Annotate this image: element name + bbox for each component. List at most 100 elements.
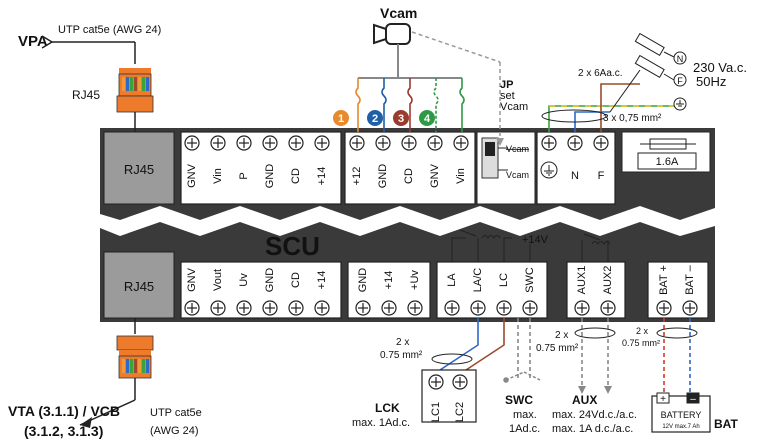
terminal-label: GND xyxy=(357,268,369,293)
rj45-plug-top xyxy=(116,67,154,113)
terminal-label: +14 xyxy=(316,271,328,290)
rj45-block-bottom: RJ45 xyxy=(103,251,175,319)
terminal-screw xyxy=(236,135,252,151)
terminal-label: P xyxy=(238,172,250,179)
vcam-label: Vcam xyxy=(380,5,417,21)
earth-icon xyxy=(540,161,558,179)
swc-desc-1: max. xyxy=(513,409,537,421)
aux-cable-1: 2 x xyxy=(555,330,568,341)
terminal-screw xyxy=(444,300,460,316)
battery-minus: – xyxy=(690,394,696,405)
terminal-label: GND xyxy=(264,268,276,293)
jumper-pos-upper: Vcam xyxy=(506,144,529,154)
terminal-screw xyxy=(452,374,468,390)
vpa-label: VPA xyxy=(18,33,48,50)
terminal-screw xyxy=(262,135,278,151)
terminal-label: LC2 xyxy=(454,402,466,422)
terminal-screw xyxy=(355,300,371,316)
mains-fuse-n: N xyxy=(634,32,687,65)
lck-block: LC1 LC2 xyxy=(421,369,477,423)
terminal-screw xyxy=(184,300,200,316)
jumper-pos-lower: Vcam xyxy=(506,170,529,180)
utp-top-label: UTP cat5e (AWG 24) xyxy=(58,24,161,36)
terminal-screw xyxy=(401,135,417,151)
terminal-label: LC1 xyxy=(430,402,442,422)
terminal-label: GNV xyxy=(186,267,198,292)
lck-desc: max. 1Ad.c. xyxy=(352,417,410,429)
battery-wiring xyxy=(663,318,691,398)
jp-vcam: Vcam xyxy=(500,101,528,113)
wire-marker-2: 2 xyxy=(372,113,378,125)
wire-markers: 1 2 3 4 xyxy=(333,110,435,126)
aux-wiring xyxy=(581,318,609,388)
rj45-block-bottom-label: RJ45 xyxy=(124,279,154,294)
rj45-block-top: RJ45 xyxy=(103,131,175,205)
bat-title: BAT xyxy=(714,417,738,431)
swc-switch-icon xyxy=(503,371,541,383)
fuse-out-cable: 2 x 6Aa.c. xyxy=(578,68,622,79)
terminal-screw xyxy=(210,300,226,316)
vta-label-2: (3.1.2, 3.1.3) xyxy=(24,423,103,439)
terminal-label: Vin xyxy=(455,168,467,184)
terminal-label: +Uv xyxy=(409,270,421,290)
terminal-screw xyxy=(600,300,616,316)
mains-cable: 3 x 0,75 mm² xyxy=(603,113,662,124)
aux-desc-1: max. 24Vd.c./a.c. xyxy=(552,409,637,421)
mains-earth-icon xyxy=(673,97,687,111)
mains-fuse-f: F xyxy=(634,54,687,87)
camera-icon xyxy=(373,23,411,45)
terminal-screw xyxy=(236,300,252,316)
mains-frequency: 50Hz xyxy=(696,74,726,89)
terminal-screw xyxy=(407,300,423,316)
terminal-label: +12 xyxy=(351,167,363,186)
terminal-screw xyxy=(262,300,278,316)
rj45-left-label: RJ45 xyxy=(72,88,100,102)
wire-marker-3: 3 xyxy=(398,113,404,125)
bat-cable-2: 0.75 mm² xyxy=(622,338,660,348)
terminal-screw xyxy=(656,300,672,316)
battery-spec: 12V max.7 Ah xyxy=(662,424,699,430)
terminal-label: GND xyxy=(377,164,389,189)
bat-cable-1: 2 x xyxy=(636,326,649,336)
swc-desc-2: 1Ad.c. xyxy=(509,423,540,435)
terminal-screw xyxy=(349,135,365,151)
mains-voltage: 230 Va.c. xyxy=(693,60,747,75)
aux-relay-symbol xyxy=(581,233,611,262)
mains-terminal-n: N xyxy=(677,54,684,64)
terminal-label: LC xyxy=(498,273,510,287)
aux-desc-2: max. 1A d.c./a.c. xyxy=(552,423,633,435)
terminal-screw xyxy=(453,135,469,151)
plus-14v-label: +14V xyxy=(522,234,549,246)
fuse-rating: 1.6A xyxy=(656,156,679,168)
terminal-label: CD xyxy=(290,272,302,288)
terminal-screw xyxy=(567,135,583,151)
terminal-screw xyxy=(522,300,538,316)
aux-title: AUX xyxy=(572,393,597,407)
wire-marker-4: 4 xyxy=(424,113,431,125)
terminal-label: Uv xyxy=(238,273,250,287)
terminal-screw xyxy=(288,300,304,316)
fuse-block: 1.6A xyxy=(621,131,711,173)
battery-plus: + xyxy=(660,394,666,405)
mains-terminal-f: F xyxy=(677,76,683,86)
terminal-block-battery: BAT +BAT – xyxy=(647,261,709,319)
lck-cable-1: 2 x xyxy=(396,337,409,348)
terminal-label: AUX2 xyxy=(602,266,614,295)
jumper-jp: Vcam Vcam xyxy=(476,131,536,205)
terminal-label: SWC xyxy=(524,267,536,293)
vta-label-1: VTA (3.1.1) / VCB xyxy=(8,403,120,419)
utp-bottom-label-1: UTP cat5e xyxy=(150,407,202,419)
swc-title: SWC xyxy=(505,393,533,407)
terminal-screw xyxy=(541,135,557,151)
lck-cable-2: 0.75 mm² xyxy=(380,350,423,361)
terminal-screw xyxy=(184,135,200,151)
wire-marker-1: 1 xyxy=(338,113,344,125)
terminal-screw xyxy=(210,135,226,151)
terminal-screw xyxy=(593,135,609,151)
terminal-screw xyxy=(288,135,304,151)
